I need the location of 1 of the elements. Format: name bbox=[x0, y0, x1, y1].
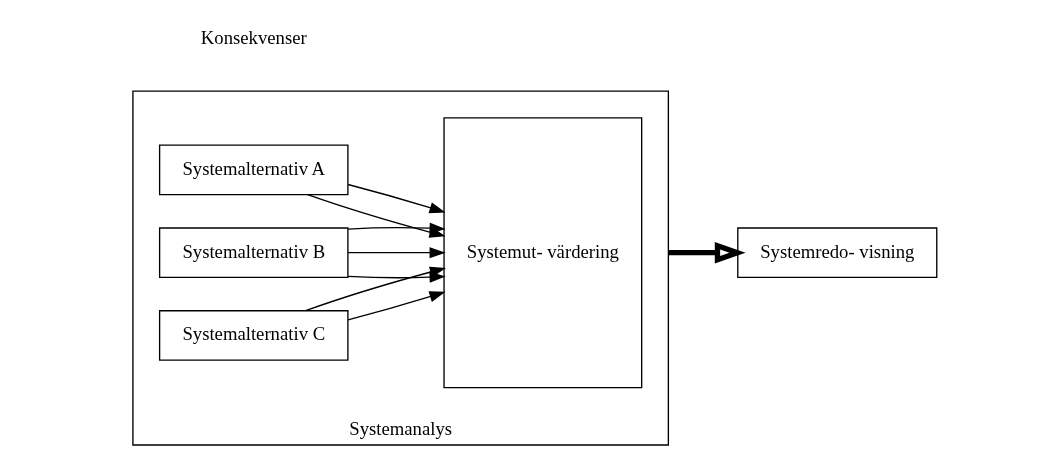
label: Konsekvenser bbox=[200, 26, 307, 48]
